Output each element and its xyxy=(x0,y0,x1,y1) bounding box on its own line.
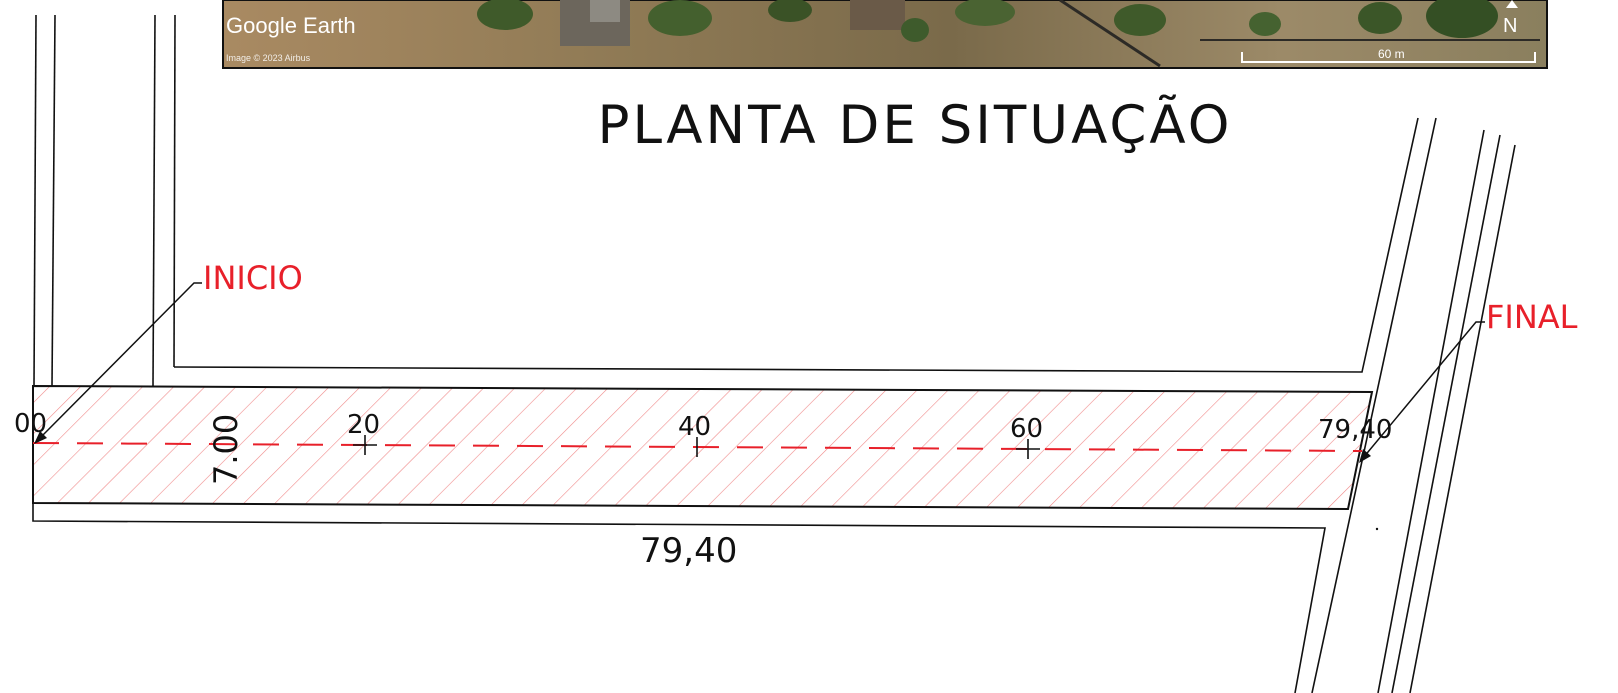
scale-bar: 60 m xyxy=(1241,47,1536,63)
start-leader xyxy=(34,282,202,444)
satellite-image: Google Earth Image © 2023 Airbus 60 m N xyxy=(222,0,1548,69)
station-markers xyxy=(353,435,1040,459)
length-dimension: 79,40 xyxy=(640,531,737,571)
end-label: FINAL xyxy=(1486,298,1578,336)
google-earth-logo: Google Earth xyxy=(226,13,356,38)
start-label: INICIO xyxy=(203,259,303,297)
left-lot-lines xyxy=(33,14,176,387)
road-edge-lines xyxy=(32,117,1419,693)
station-label: 79,40 xyxy=(1318,415,1392,445)
plan-title: PLANTA DE SITUAÇÃO xyxy=(598,93,1233,156)
station-label: 40 xyxy=(678,412,711,442)
station-label: 60 xyxy=(1010,414,1043,444)
imagery-credit: Image © 2023 Airbus xyxy=(226,53,311,63)
right-street-lines xyxy=(1311,117,1516,693)
scale-bar-label: 60 m xyxy=(1378,47,1405,61)
width-dimension: 7.00 xyxy=(207,414,245,485)
station-label: 20 xyxy=(347,410,380,440)
reference-dot xyxy=(1375,527,1379,531)
north-arrow-label: N xyxy=(1503,15,1517,37)
end-leader xyxy=(1359,321,1485,463)
north-arrow-icon: N xyxy=(1503,0,1518,37)
